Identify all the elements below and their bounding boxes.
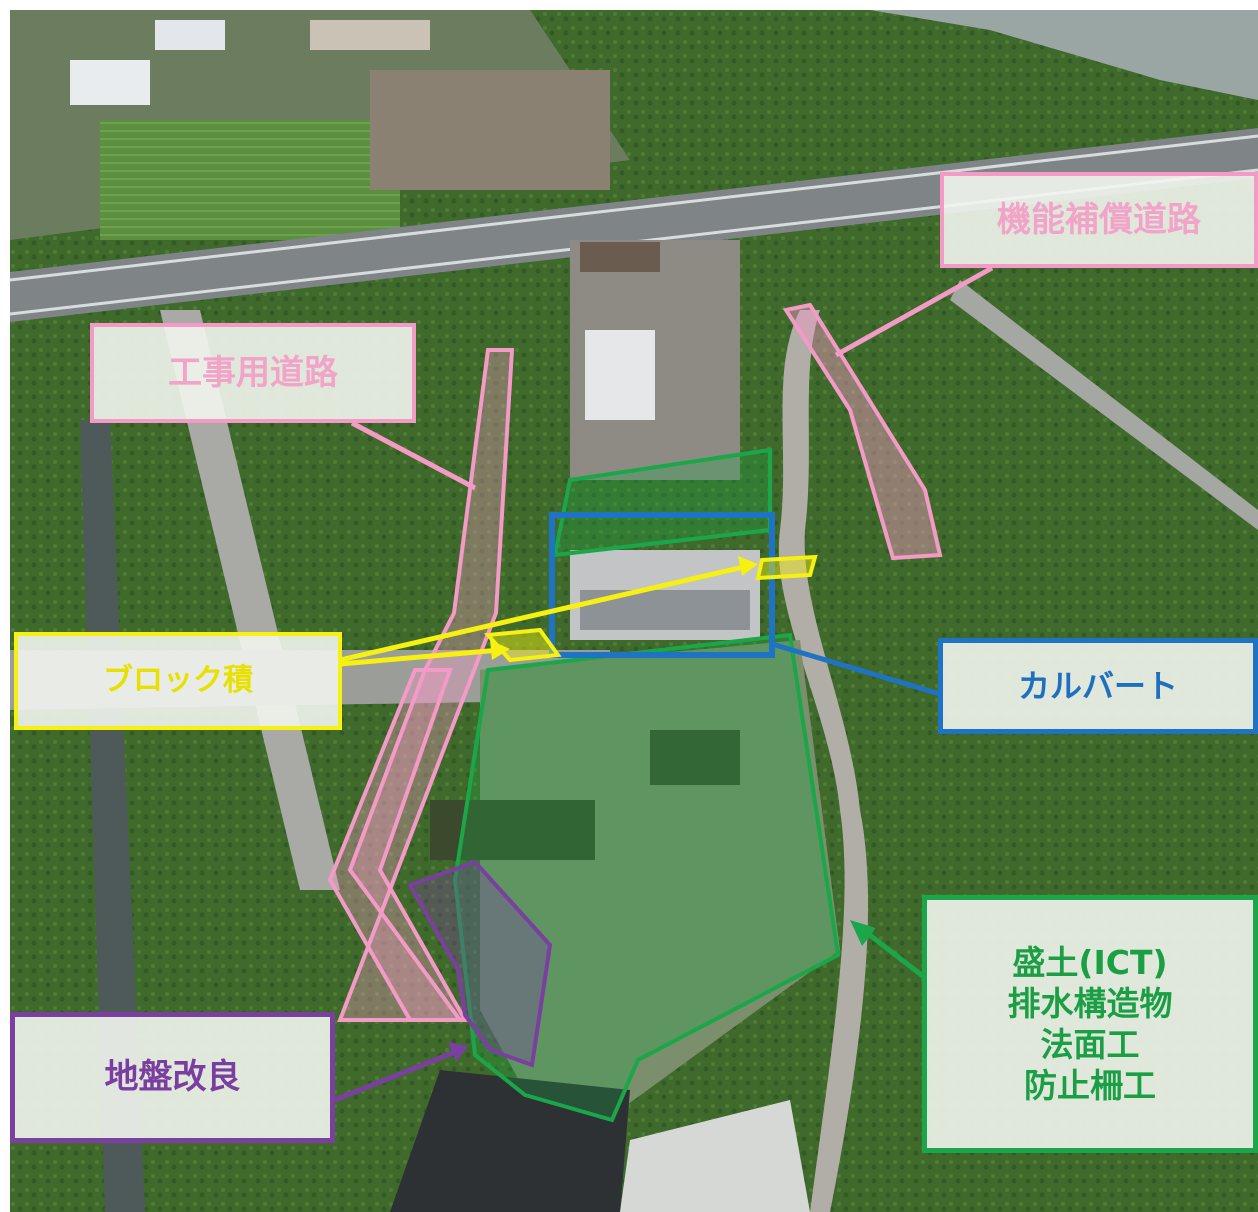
culvert-leader xyxy=(771,641,941,697)
block-wall-leader xyxy=(339,647,501,667)
replacement-road-outline xyxy=(782,302,943,561)
construction-yard-upper xyxy=(370,70,610,190)
embankment-earthwork xyxy=(480,640,840,1110)
block-wall-leader-upper xyxy=(339,563,749,663)
soil-stockpile xyxy=(650,730,740,785)
ground-improvement-outline xyxy=(407,859,553,1068)
right-curved-road xyxy=(778,310,869,1212)
drainage-structure-text: 排水構造物 xyxy=(1007,983,1173,1023)
right-farm-road xyxy=(950,280,1258,530)
embankment-outline xyxy=(452,632,841,1123)
retaining-wall xyxy=(620,1100,810,1212)
fence-work-text: 防止柵工 xyxy=(1024,1066,1156,1106)
greenhouse xyxy=(70,60,150,105)
replacement-road-label: 機能補償道路 xyxy=(940,172,1258,268)
highway-guardrail xyxy=(10,134,1258,282)
block-wall-arrowhead xyxy=(738,556,758,576)
replacement-road-leader xyxy=(834,265,994,358)
construction-road-leader xyxy=(350,420,477,491)
left-access-road xyxy=(160,310,340,890)
storage-yard xyxy=(310,20,430,50)
site-office xyxy=(585,330,655,420)
ground-improvement-leader xyxy=(334,1047,461,1103)
culvert-outline xyxy=(549,512,775,658)
slope-work-text: 法面工 xyxy=(1040,1025,1140,1064)
tunnel-portal xyxy=(580,242,660,272)
soil-stockpile xyxy=(430,800,595,860)
river xyxy=(870,10,1258,100)
embankment-works-label: 盛土(ICT) 排水構造物 法面工 防止柵工 xyxy=(922,895,1258,1153)
bridge-deck xyxy=(390,1070,630,1212)
construction-road-outline-lower xyxy=(327,668,469,1022)
ground-improvement-label: 地盤改良 xyxy=(10,1012,335,1143)
embankment-ict-text: 盛土(ICT) xyxy=(1012,942,1168,982)
block-wall-label: ブロック積 xyxy=(14,632,342,730)
culvert-scaffold xyxy=(580,590,750,630)
rice-field xyxy=(100,120,400,240)
block-wall-arrowhead xyxy=(490,640,510,660)
construction-road-label: 工事用道路 xyxy=(90,323,416,423)
embankment-arrowhead xyxy=(850,920,876,946)
culvert-label: カルバート xyxy=(938,638,1258,734)
greenhouse xyxy=(155,20,225,50)
block-wall-right xyxy=(755,554,818,581)
ground-improvement-arrowhead xyxy=(448,1042,468,1062)
